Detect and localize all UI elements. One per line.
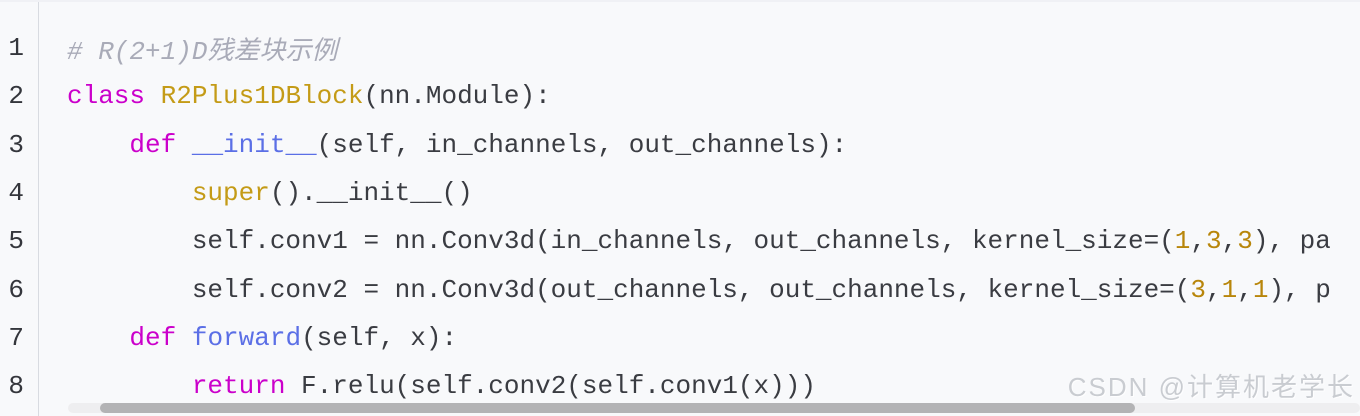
code-line-content: # R(2+1)D残差块示例 [39,30,337,67]
code-token-builtin: super [191,178,270,209]
code-token-plain [145,81,161,111]
code-token-plain: (nn.Module): [363,81,551,112]
line-number: 2 [8,81,24,112]
code-token-plain: ), p [1268,274,1331,305]
code-token-function: forward [191,322,302,353]
line-number: 5 [8,226,24,257]
code-token-classname: R2Plus1DBlock [160,81,364,112]
code-token-plain: , [1237,274,1253,305]
code-token-keyword: def [129,322,177,353]
code-token-number: 1 [1252,274,1269,305]
code-line: 3 def __init__(self, in_channels, out_ch… [0,121,1360,169]
code-token-plain [67,130,129,160]
line-number: 8 [8,371,24,402]
code-line: 1 # R(2+1)D残差块示例 [0,24,1360,72]
code-token-keyword: return [191,371,286,402]
code-token-comment: # R(2+1)D残差块示例 [67,36,338,67]
code-token-plain: (self, x): [301,322,458,353]
code-line: 2 class R2Plus1DBlock(nn.Module): [0,72,1360,120]
code-token-number: 3 [1206,226,1222,257]
code-token-number: 1 [1221,274,1238,305]
code-line: 5 self.conv1 = nn.Conv3d(in_channels, ou… [0,217,1360,265]
code-token-keyword: class [67,81,146,112]
code-token-function: __init__ [191,129,317,160]
code-line-content: return F.relu(self.conv2(self.conv1(x))) [39,371,816,401]
code-token-plain: self.conv1 = nn.Conv3d(in_channels, out_… [67,226,1175,257]
code-line-content: class R2Plus1DBlock(nn.Module): [39,81,551,111]
code-line: 7 def forward(self, x): [0,314,1360,362]
code-token-plain [67,178,192,208]
scrollbar-thumb[interactable] [100,403,1135,413]
line-number: 6 [8,274,24,305]
horizontal-scrollbar[interactable] [68,403,1360,413]
code-token-plain: , [1190,226,1206,257]
code-token-keyword: def [129,129,177,160]
code-token-plain: ().__init__() [269,178,473,209]
code-line-content: def forward(self, x): [39,323,457,353]
code-lines: 1 # R(2+1)D残差块示例 2 class R2Plus1DBlock(nn.M… [0,24,1360,410]
code-token-plain [176,130,192,160]
code-token-plain: , [1206,274,1222,305]
line-number: 7 [8,322,24,353]
code-token-plain: , [1221,226,1238,257]
code-line-content: self.conv1 = nn.Conv3d(in_channels, out_… [39,226,1331,256]
code-token-plain: self.conv2 = nn.Conv3d(out_channels, out… [67,274,1191,305]
code-token-plain: (self, in_channels, out_channels): [316,129,848,160]
code-line-content: def __init__(self, in_channels, out_chan… [39,130,847,160]
code-token-number: 3 [1237,226,1253,257]
line-number: 3 [8,129,24,160]
code-token-number: 1 [1174,226,1191,257]
code-token-plain: F.relu(self.conv2(self.conv1(x))) [285,371,816,402]
line-number: 4 [8,178,24,209]
code-line-content: self.conv2 = nn.Conv3d(out_channels, out… [39,275,1331,305]
code-token-plain [67,371,192,401]
code-line: 8 return F.relu(self.conv2(self.conv1(x)… [0,362,1360,410]
gutter-divider [38,2,39,416]
code-line: 6 self.conv2 = nn.Conv3d(out_channels, o… [0,265,1360,313]
csdn-watermark: CSDN @计算机老学长 [1067,372,1355,402]
line-number: 1 [8,33,24,64]
code-line: 4 super().__init__() [0,169,1360,217]
code-line-content: super().__init__() [39,178,473,208]
code-token-number: 3 [1190,274,1206,305]
code-token-plain [176,323,192,353]
code-token-plain: ), pa [1252,226,1331,257]
code-token-plain [67,323,129,353]
